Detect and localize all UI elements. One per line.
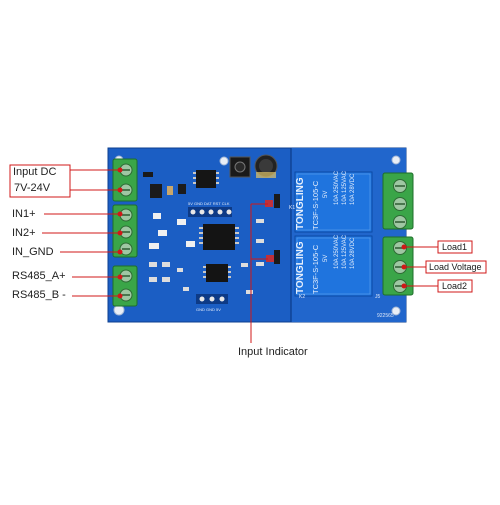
silk-header-top: 5V GND DAT RST CLK <box>188 201 230 206</box>
label-load1: Load1 <box>442 242 468 252</box>
relay-k1-brand: TONGLING <box>295 177 306 230</box>
relay-k1-rating-1: 10A 250VAC <box>334 170 340 205</box>
callout-label-boxes <box>425 240 487 293</box>
callout-lines <box>9 164 438 343</box>
relay-k1-model: TC3F-S-105-C <box>311 180 320 230</box>
silk-k2: K2 <box>299 294 305 300</box>
left-terminal-block-power <box>112 158 138 202</box>
left-terminal-block-inputs <box>112 204 138 258</box>
relay-k1-voltage: 5V <box>323 191 329 198</box>
relay-k1-rating-3: 10A 28VDC <box>350 173 356 205</box>
label-load-voltage: Load Voltage <box>429 262 482 272</box>
relay-k2-rating-3: 10A 28VDC <box>350 237 356 269</box>
right-terminal-block-top <box>382 172 414 230</box>
silk-date: 922565 <box>377 313 394 319</box>
relay-k1 <box>294 171 373 233</box>
silk-j5: J5 <box>375 294 381 300</box>
label-input-dc: Input DC <box>13 166 57 178</box>
left-terminal-block-rs485 <box>112 265 138 307</box>
relay-k2-brand: TONGLING <box>295 241 306 294</box>
label-voltage-range: 7V-24V <box>14 182 51 194</box>
label-load2: Load2 <box>442 281 468 291</box>
silk-k1: K1 <box>289 205 295 211</box>
relay-k1-text: TONGLING TC3F-S-105-C 5V 10A 250VAC 10A … <box>295 170 356 230</box>
silk-header-bottom: GND GND 5V <box>196 307 221 312</box>
relay-k2 <box>294 235 373 297</box>
relay-k2-voltage: 5V <box>323 255 329 262</box>
label-rs485-a: RS485_A+ <box>12 270 66 282</box>
board-silkscreen: 5V GND DAT RST CLK GND GND 5V K1 K2 J5 9… <box>188 201 394 319</box>
components <box>143 154 280 304</box>
relay-k1-rating-2: 10A 125VAC <box>342 170 348 205</box>
label-rs485-b: RS485_B - <box>12 289 66 301</box>
label-in1: IN1+ <box>12 208 36 220</box>
label-in-gnd: IN_GND <box>12 246 54 258</box>
relay-k2-model: TC3F-S-105-C <box>311 244 320 294</box>
label-input-indicator: Input Indicator <box>238 346 308 358</box>
label-in2: IN2+ <box>12 227 36 239</box>
relay-k2-rating-2: 10A 125VAC <box>342 234 348 269</box>
callout-dots <box>117 167 407 299</box>
relay-k2-text: TONGLING TC3F-S-105-C 5V 10A 250VAC 10A … <box>295 234 356 294</box>
relay-k2-rating-1: 10A 250VAC <box>334 234 340 269</box>
